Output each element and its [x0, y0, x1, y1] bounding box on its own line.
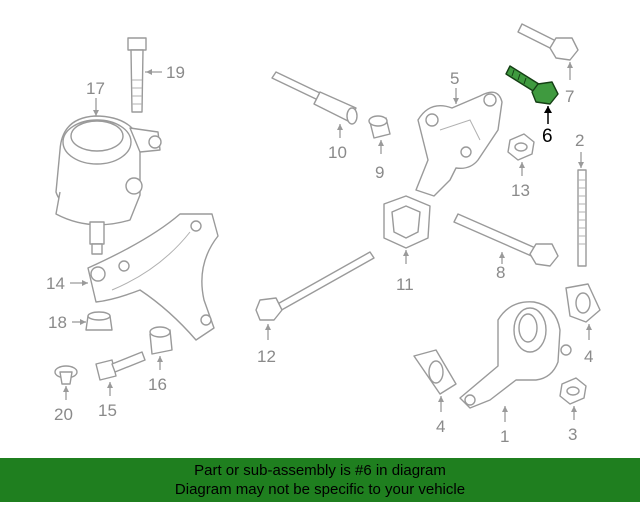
- part-11-isolator[interactable]: [383, 195, 431, 249]
- callout-1[interactable]: 1: [500, 427, 509, 446]
- part-13-nut[interactable]: [507, 133, 535, 161]
- banner-line-2: Diagram may not be specific to your vehi…: [174, 481, 466, 498]
- part-4-plate-upper[interactable]: [565, 283, 601, 323]
- part-4-plate-lower[interactable]: [413, 349, 457, 395]
- callout-18[interactable]: 18: [48, 313, 67, 332]
- callout-13[interactable]: 13: [511, 181, 530, 200]
- part-14-bracket[interactable]: [87, 213, 219, 341]
- callout-4b[interactable]: 4: [436, 417, 445, 436]
- part-10-pin[interactable]: [271, 71, 358, 125]
- part-8-bolt[interactable]: [453, 213, 559, 267]
- part-6-bolt-highlighted[interactable]: [505, 65, 559, 105]
- parts-diagram: 19 17 14 18 16 15: [46, 23, 601, 446]
- part-15-bolt[interactable]: [95, 351, 146, 381]
- info-banner: Part or sub-assembly is #6 in diagram Di…: [0, 458, 640, 502]
- callout-5[interactable]: 5: [450, 69, 459, 88]
- part-17-engine-mount[interactable]: [55, 115, 162, 255]
- part-2-stud[interactable]: [577, 169, 587, 267]
- callout-7[interactable]: 7: [565, 87, 574, 106]
- part-16-bushing[interactable]: [149, 326, 173, 355]
- part-12-bolt[interactable]: [255, 251, 375, 321]
- part-19-bolt[interactable]: [127, 37, 147, 113]
- callout-17[interactable]: 17: [86, 79, 105, 98]
- callout-6[interactable]: 6: [542, 126, 553, 147]
- callout-12[interactable]: 12: [257, 347, 276, 366]
- callout-14[interactable]: 14: [46, 274, 65, 293]
- leader-arrowheads: [63, 62, 592, 412]
- callout-20[interactable]: 20: [54, 405, 73, 424]
- callout-4a[interactable]: 4: [584, 347, 593, 366]
- part-1-mount-arm[interactable]: [459, 301, 572, 409]
- callout-8[interactable]: 8: [496, 263, 505, 282]
- callout-16[interactable]: 16: [148, 375, 167, 394]
- callout-9[interactable]: 9: [375, 163, 384, 182]
- part-9-sleeve[interactable]: [368, 115, 391, 139]
- leader-6-arrowhead: [544, 106, 552, 113]
- callout-11[interactable]: 11: [396, 275, 414, 294]
- callout-15[interactable]: 15: [98, 401, 117, 420]
- part-7-bolt[interactable]: [517, 23, 579, 61]
- part-5-bracket[interactable]: [415, 91, 503, 197]
- callout-10[interactable]: 10: [328, 143, 347, 162]
- callout-19[interactable]: 19: [166, 63, 185, 82]
- callout-2[interactable]: 2: [575, 131, 584, 150]
- part-20-clip[interactable]: [54, 365, 78, 385]
- banner-line-1: Part or sub-assembly is #6 in diagram: [194, 462, 446, 479]
- part-3-nut[interactable]: [559, 377, 587, 405]
- callout-3[interactable]: 3: [568, 425, 577, 444]
- part-18-nut[interactable]: [85, 311, 113, 331]
